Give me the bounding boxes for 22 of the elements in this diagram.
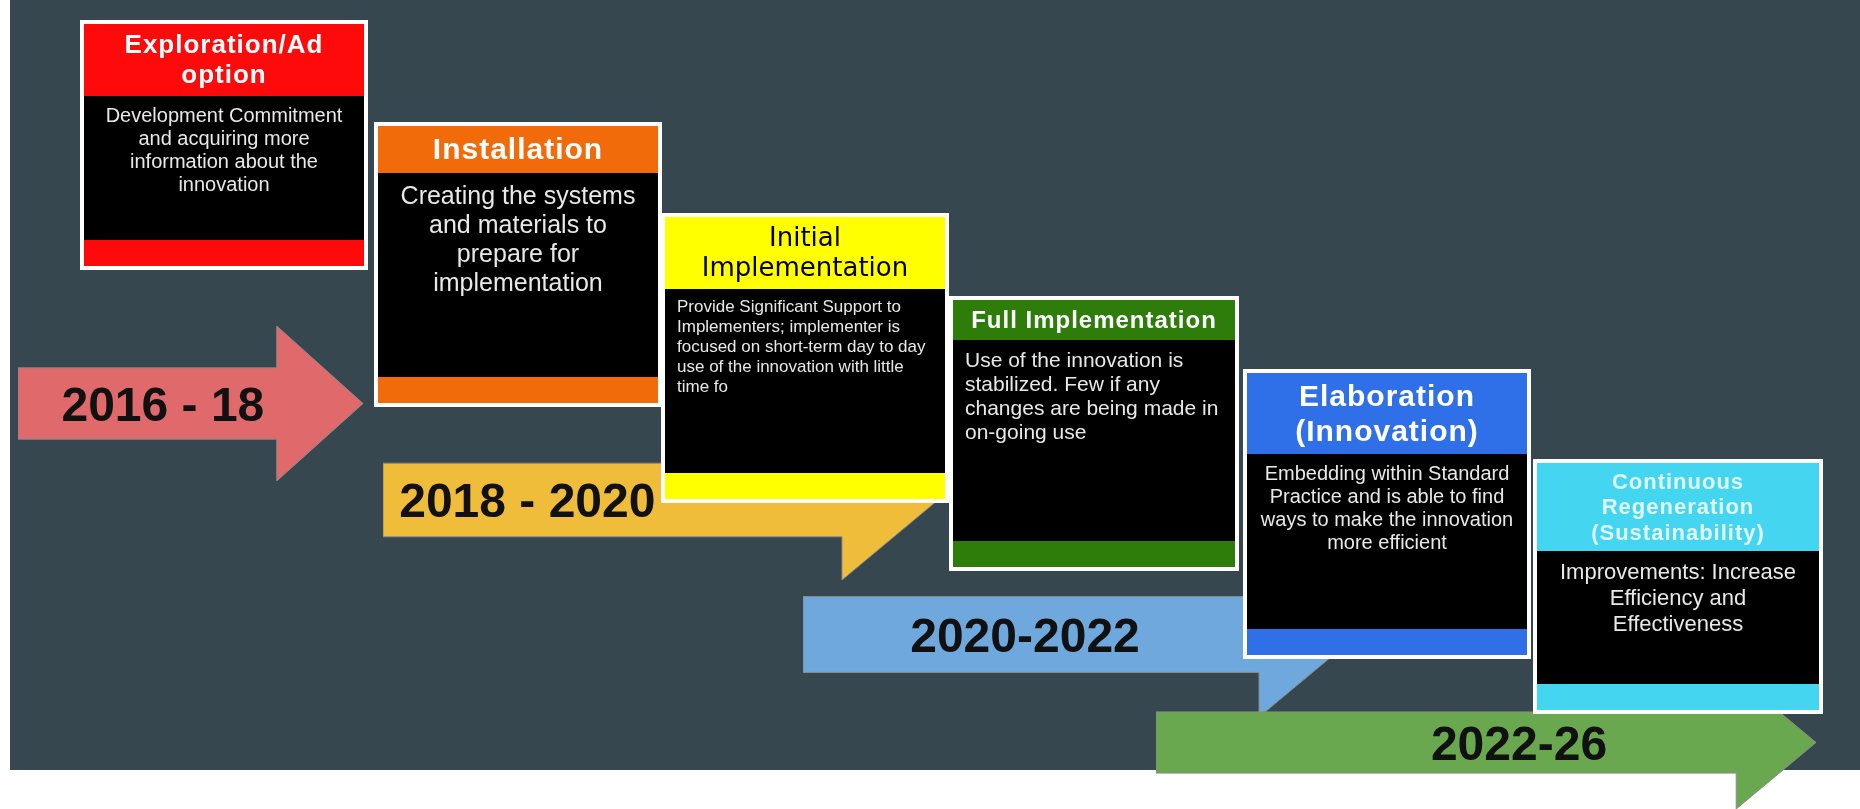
stage-heading: Installation (378, 126, 658, 173)
year-label: 2018 - 2020 (399, 472, 656, 528)
stage-description: Improvements: Increase Efficiency and Effectiveness (1559, 558, 1797, 637)
year-label: 2020-2022 (910, 607, 1140, 662)
stage-description: Embedding within Standard Practice and is able to find ways to make the innovation more efficient (1259, 462, 1515, 554)
stage-heading: Full Implementation (953, 300, 1235, 340)
stage-card (374, 122, 662, 407)
stage-heading: Initial Implementation (665, 217, 945, 289)
stage-heading: Continuous Regeneration (Sustainability) (1537, 463, 1819, 551)
stage-card (661, 213, 949, 503)
stage-description: Development Commitment and acquiring more information about the innovation (104, 103, 344, 196)
stage-card (80, 20, 368, 270)
stage-heading: Elaboration (Innovation) (1247, 373, 1527, 454)
year-label: 2016 - 18 (61, 376, 265, 431)
stage-card (1533, 459, 1823, 714)
stage-description: Use of the innovation is stabilized. Few if any changes are being made in on-going use (965, 347, 1220, 444)
stage-card (949, 296, 1239, 571)
year-label: 2022-26 (1430, 715, 1608, 770)
stage-description: Provide Significant Support to Implementers; implementer is focused on short-term day to day use of the innovation with little time fo (677, 296, 927, 397)
stage-card (1243, 369, 1531, 659)
stage-heading: Exploration/Ad option (84, 24, 364, 96)
stage-description: Creating the systems and materials to prepare for implementation (399, 180, 637, 297)
